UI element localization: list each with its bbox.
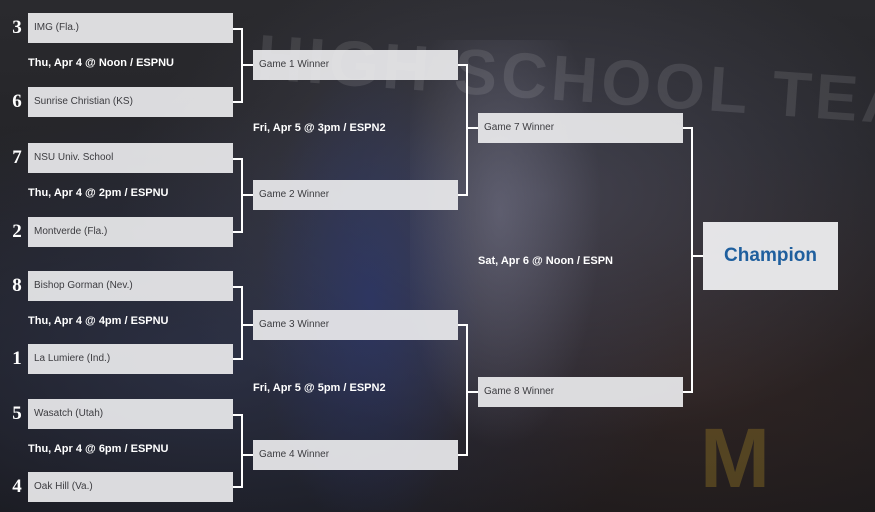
seed-number: 7 bbox=[12, 147, 22, 168]
seed-number: 5 bbox=[12, 403, 22, 424]
seed-number: 6 bbox=[12, 91, 22, 112]
team-slot: Oak Hill (Va.) bbox=[28, 472, 233, 502]
connector bbox=[241, 194, 253, 196]
connector bbox=[233, 286, 243, 288]
team-slot: IMG (Fla.) bbox=[28, 13, 233, 43]
winner-slot: Game 8 Winner bbox=[478, 377, 683, 407]
connector bbox=[241, 414, 243, 488]
champion-box: Champion bbox=[703, 222, 838, 290]
connector bbox=[458, 324, 468, 326]
team-slot: La Lumiere (Ind.) bbox=[28, 344, 233, 374]
connector bbox=[691, 127, 693, 393]
connector bbox=[691, 255, 703, 257]
connector bbox=[683, 391, 693, 393]
game-schedule: Thu, Apr 4 @ 6pm / ESPNU bbox=[28, 443, 169, 455]
connector bbox=[683, 127, 693, 129]
game-schedule: Thu, Apr 4 @ 2pm / ESPNU bbox=[28, 187, 169, 199]
game-schedule: Thu, Apr 4 @ Noon / ESPNU bbox=[28, 57, 174, 69]
seed-number: 4 bbox=[12, 476, 22, 497]
connector bbox=[466, 64, 468, 196]
background-player-left bbox=[250, 40, 490, 510]
background-logo: M bbox=[700, 411, 770, 505]
team-slot: Sunrise Christian (KS) bbox=[28, 87, 233, 117]
game-schedule: Fri, Apr 5 @ 3pm / ESPN2 bbox=[253, 122, 386, 134]
connector bbox=[233, 28, 243, 30]
team-slot: Wasatch (Utah) bbox=[28, 399, 233, 429]
connector bbox=[241, 286, 243, 360]
connector bbox=[233, 158, 243, 160]
winner-slot: Game 7 Winner bbox=[478, 113, 683, 143]
game-schedule: Thu, Apr 4 @ 4pm / ESPNU bbox=[28, 315, 169, 327]
connector bbox=[466, 324, 468, 456]
team-slot: Bishop Gorman (Nev.) bbox=[28, 271, 233, 301]
connector bbox=[466, 127, 478, 129]
connector bbox=[241, 324, 253, 326]
connector bbox=[458, 454, 468, 456]
seed-number: 1 bbox=[12, 348, 22, 369]
connector bbox=[458, 194, 468, 196]
winner-slot: Game 3 Winner bbox=[253, 310, 458, 340]
seed-number: 3 bbox=[12, 17, 22, 38]
team-slot: Montverde (Fla.) bbox=[28, 217, 233, 247]
connector bbox=[241, 64, 253, 66]
seed-number: 2 bbox=[12, 221, 22, 242]
game-schedule: Fri, Apr 5 @ 5pm / ESPN2 bbox=[253, 382, 386, 394]
connector bbox=[241, 454, 253, 456]
connector bbox=[233, 231, 243, 233]
seed-number: 8 bbox=[12, 275, 22, 296]
team-slot: NSU Univ. School bbox=[28, 143, 233, 173]
connector bbox=[466, 391, 478, 393]
connector bbox=[233, 101, 243, 103]
connector bbox=[233, 486, 243, 488]
winner-slot: Game 2 Winner bbox=[253, 180, 458, 210]
winner-slot: Game 1 Winner bbox=[253, 50, 458, 80]
winner-slot: Game 4 Winner bbox=[253, 440, 458, 470]
connector bbox=[233, 414, 243, 416]
connector bbox=[233, 358, 243, 360]
final-schedule: Sat, Apr 6 @ Noon / ESPN bbox=[478, 255, 614, 267]
connector bbox=[458, 64, 468, 66]
